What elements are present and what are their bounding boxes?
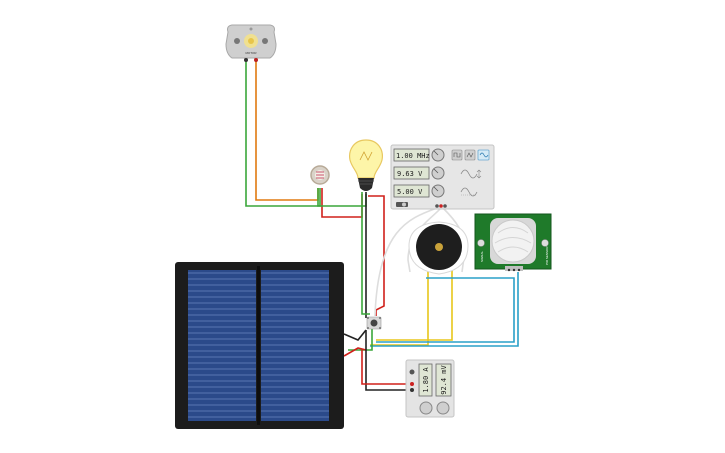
wire-blue-1[interactable] [376, 277, 515, 343]
offset-value: 5.00 V [397, 188, 423, 196]
multimeter[interactable]: 1.80 A 92.4 mV [405, 359, 455, 418]
pir-sensor-icon: SIGNAL PIR SENSOR [474, 213, 552, 272]
voltage-display [435, 363, 452, 397]
wire-orange-motor[interactable] [255, 60, 319, 201]
frequency-display [393, 148, 430, 162]
light-bulb[interactable] [349, 139, 383, 191]
voltage-value: 92.4 mV [440, 364, 448, 394]
wire-yellow-2[interactable] [376, 266, 453, 341]
amplitude-display [393, 166, 430, 180]
wire-green-bulb-button[interactable] [361, 192, 370, 315]
wire-green-ldr-bulb[interactable] [317, 188, 367, 207]
amplitude-wave-icon [460, 169, 478, 179]
amplitude-value: 9.63 V [397, 170, 423, 178]
motor-icon: MOTOR [225, 24, 277, 62]
wire-red-ldr-bulb[interactable] [321, 188, 363, 218]
piezo-buzzer[interactable] [408, 221, 469, 275]
wire-black-meter[interactable] [365, 330, 410, 391]
current-display [418, 363, 433, 397]
buzzer-icon [408, 221, 469, 275]
wire-green-button-panel[interactable] [348, 328, 373, 351]
offset-wave-icon [460, 187, 478, 197]
pir-right-text: PIR SENSOR [545, 246, 549, 265]
wire-red-meter[interactable] [361, 350, 410, 385]
pushbutton-icon [366, 316, 382, 330]
frequency-value: 1.00 MHz [396, 152, 430, 160]
current-value: 1.80 A [422, 367, 430, 393]
terminal-common[interactable] [435, 204, 439, 208]
solar-panel[interactable] [175, 262, 344, 429]
wire-blue-2[interactable] [370, 272, 519, 347]
photoresistor[interactable] [310, 165, 330, 185]
wire-black-solar[interactable] [343, 329, 367, 341]
solar-panel-icon [175, 262, 344, 429]
dc-motor[interactable]: MOTOR [225, 24, 277, 62]
terminal-negative[interactable] [443, 204, 447, 208]
wire-green-motor[interactable] [245, 60, 321, 207]
offset-display [393, 184, 430, 198]
pir-left-text: SIGNAL [480, 251, 484, 262]
wire-white-fg-1[interactable] [374, 207, 438, 317]
sine-wave-button[interactable] [477, 149, 490, 161]
wire-yellow-1[interactable] [370, 266, 429, 346]
pushbutton[interactable] [366, 316, 382, 330]
function-generator[interactable]: 1.00 MHz 9.63 V 5.00 V [390, 144, 495, 210]
terminal-positive[interactable] [439, 204, 443, 208]
pir-sensor[interactable]: SIGNAL PIR SENSOR [474, 213, 552, 272]
light-bulb-icon [349, 139, 383, 191]
motor-label: MOTOR [245, 51, 257, 55]
photoresistor-icon [310, 165, 330, 185]
wire-red-bulb-button[interactable] [368, 195, 385, 316]
wire-red-solar[interactable] [343, 347, 367, 357]
wires [245, 60, 519, 391]
